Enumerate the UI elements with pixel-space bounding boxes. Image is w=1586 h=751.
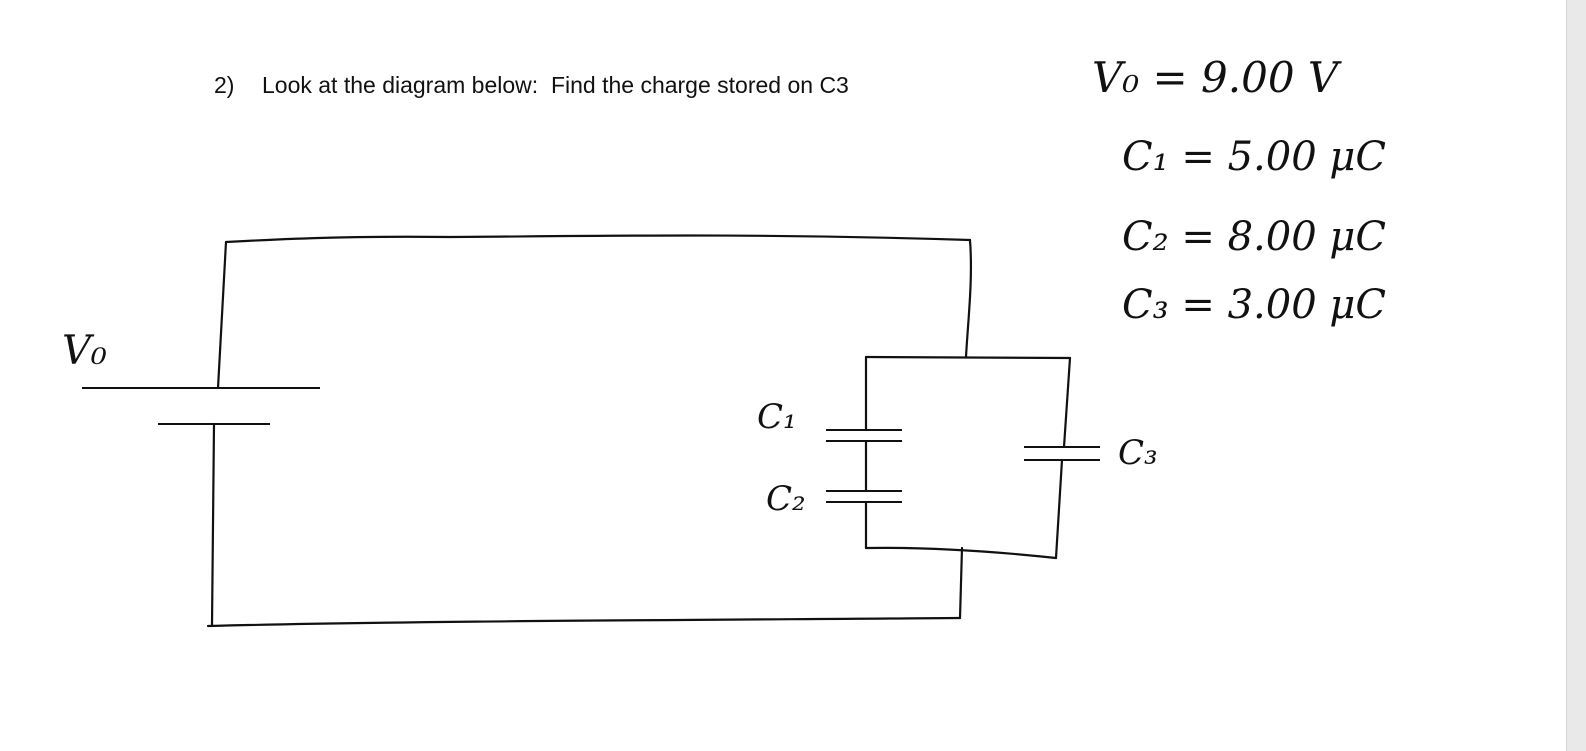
c2-label: C₂ bbox=[766, 479, 806, 519]
given-c1: C₁ = 5.00 μC bbox=[1122, 134, 1386, 180]
wire-right-lower bbox=[958, 546, 964, 620]
wire-left-upper bbox=[216, 240, 228, 390]
wire-top bbox=[224, 234, 972, 244]
wire-bottom bbox=[206, 616, 962, 628]
wire-right-upper bbox=[964, 238, 973, 359]
question-text: Look at the diagram below: Find the char… bbox=[262, 72, 849, 98]
given-c2: C₂ = 8.00 μC bbox=[1122, 214, 1386, 260]
wire-c3-bottom bbox=[1054, 458, 1064, 560]
question-prompt: 2) Look at the diagram below: Find the ch… bbox=[214, 72, 849, 99]
c3-label: C₃ bbox=[1118, 433, 1158, 473]
c1-label: C₁ bbox=[757, 397, 797, 437]
question-number: 2) bbox=[214, 72, 235, 98]
given-c3: C₃ = 3.00 μC bbox=[1122, 282, 1386, 328]
given-v0: V₀ = 9.00 V bbox=[1092, 53, 1342, 102]
wire-branch-bottom bbox=[864, 546, 1058, 560]
battery-label: V₀ bbox=[62, 328, 107, 374]
wire-branch-top bbox=[864, 355, 1072, 360]
wire-c3-top bbox=[1062, 356, 1072, 449]
page-edge bbox=[1566, 0, 1586, 751]
wire-left-lower bbox=[210, 422, 216, 627]
